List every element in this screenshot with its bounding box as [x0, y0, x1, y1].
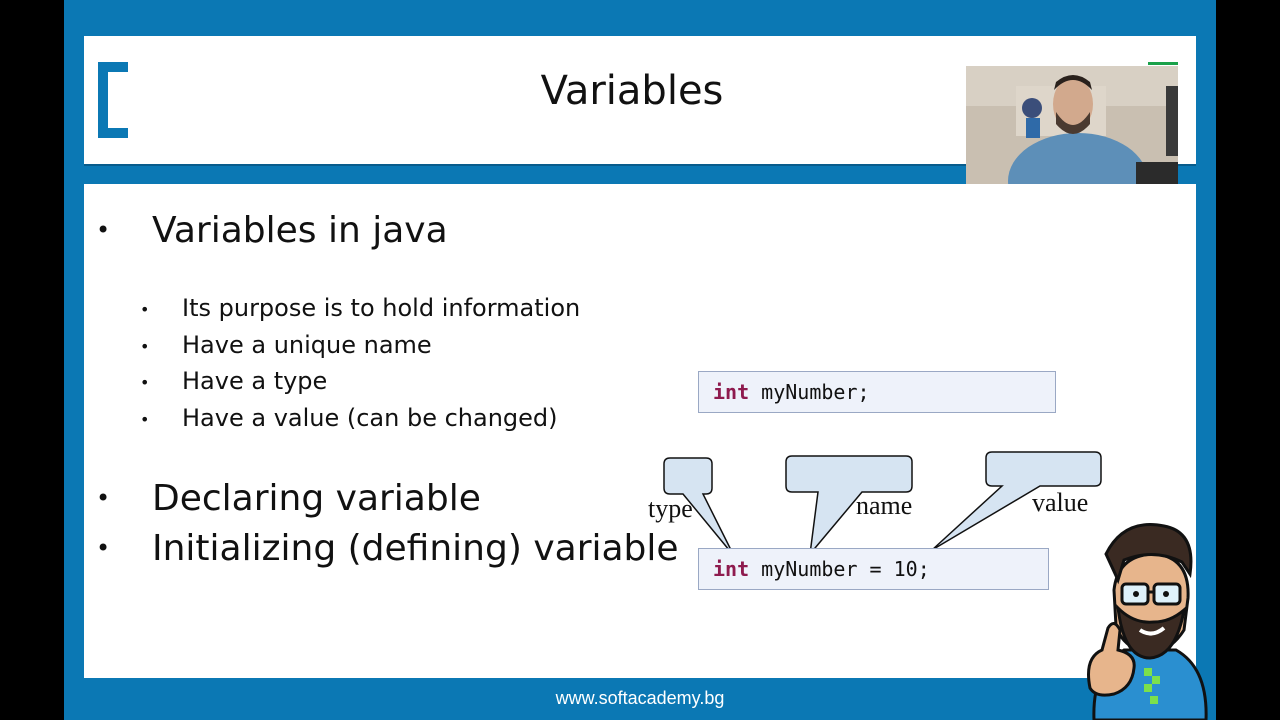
bullet-dot: • — [96, 534, 111, 562]
bracket-logo-icon — [98, 62, 128, 138]
bullet-variables-in-java: Variables in java — [152, 210, 448, 251]
sub-bullet-dot: • — [140, 410, 150, 429]
bullet-dot: • — [96, 216, 111, 244]
sub-bullet-type: Have a type — [182, 367, 328, 395]
code-keyword: int — [713, 557, 750, 581]
webcam-feed — [966, 66, 1178, 186]
sub-bullet-value: Have a value (can be changed) — [182, 404, 558, 432]
code-text: myNumber = 10; — [749, 557, 930, 581]
sub-bullet-purpose: Its purpose is to hold information — [182, 294, 581, 322]
sub-bullet-dot: • — [140, 337, 150, 356]
sub-bullet-dot: • — [140, 373, 150, 392]
sub-bullet-unique-name: Have a unique name — [182, 331, 432, 359]
footer-url[interactable]: www.softacademy.bg — [555, 688, 725, 708]
bullet-declaring-variable: Declaring variable — [152, 478, 481, 519]
sub-bullet-dot: • — [140, 300, 150, 319]
slide-title: Variables — [540, 68, 724, 114]
content-panel — [84, 184, 1196, 678]
code-text: myNumber; — [749, 380, 870, 404]
accent-line — [1148, 62, 1178, 65]
code-keyword: int — [713, 380, 750, 404]
bullet-initializing-variable: Initializing (defining) variable — [152, 528, 679, 569]
bullet-dot: • — [96, 484, 111, 512]
callout-label-type: type — [648, 494, 693, 523]
code-declaration: int myNumber; — [698, 371, 1056, 413]
callout-label-value: value — [1032, 488, 1089, 517]
code-initialization: int myNumber = 10; — [698, 548, 1049, 590]
callout-label-name: name — [856, 491, 913, 520]
mascot-illustration — [1087, 523, 1208, 720]
